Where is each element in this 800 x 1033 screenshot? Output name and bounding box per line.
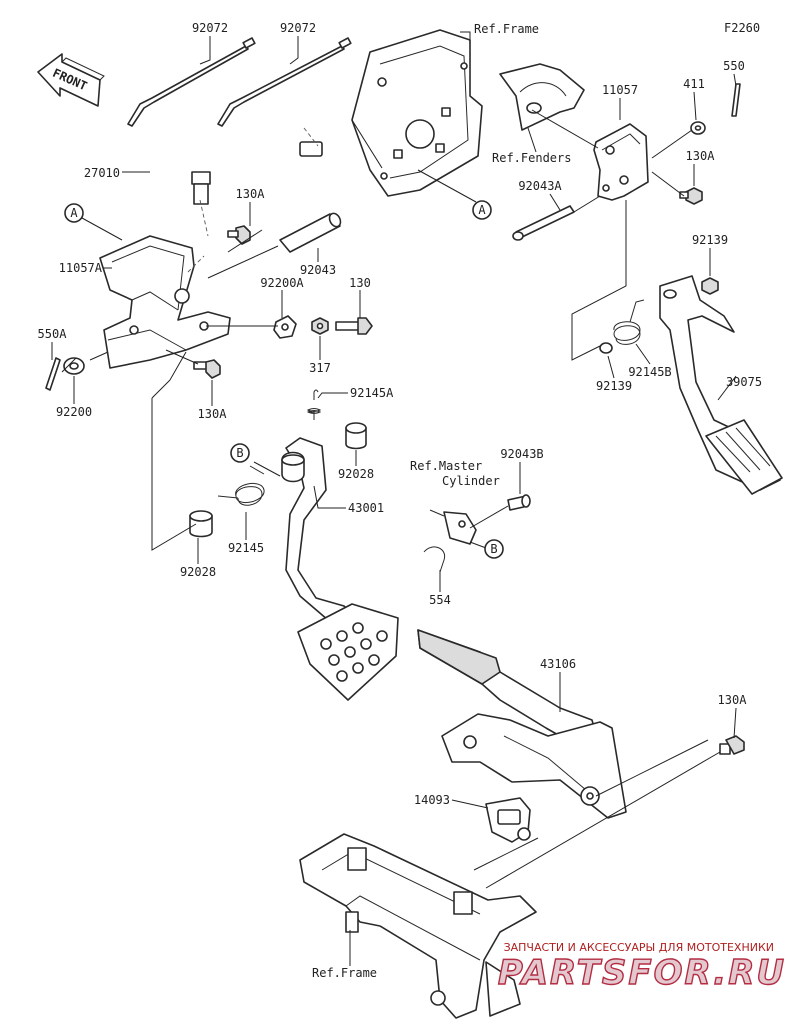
pedal-bracket-right bbox=[593, 123, 649, 201]
label-92028-upper: 92028 bbox=[338, 467, 374, 481]
brake-line bbox=[150, 141, 323, 205]
label-130a-upper: 130A bbox=[236, 187, 266, 201]
label-92200a: 92200A bbox=[260, 276, 304, 290]
brake-pedal bbox=[281, 437, 399, 701]
label-130a-lower-right: 130A bbox=[718, 693, 748, 707]
label-39075: 39075 bbox=[726, 375, 762, 389]
front-arrow-icon: FRONT bbox=[37, 53, 105, 107]
frame-upper bbox=[351, 29, 483, 197]
label-130a-right: 130A bbox=[686, 149, 716, 163]
master-cylinder-clevis bbox=[429, 509, 477, 545]
callout-master-b-text: B bbox=[490, 542, 497, 556]
assembly-lines bbox=[61, 109, 721, 889]
callout-master-b: B bbox=[484, 539, 504, 559]
label-92043b: 92043B bbox=[500, 447, 543, 461]
bolt-130a-lower bbox=[193, 359, 221, 379]
cotter-pin-554 bbox=[423, 546, 446, 573]
label-550a: 550A bbox=[38, 327, 68, 341]
label-92072-right: 92072 bbox=[280, 21, 316, 35]
label-43001: 43001 bbox=[348, 501, 384, 515]
bolt-130a-right bbox=[679, 187, 703, 205]
part-labels: F2260 92072 92072 27010 130A 11057A 9204… bbox=[38, 21, 763, 980]
ref-fenders: Ref.Fenders bbox=[492, 151, 571, 165]
label-130a-lower: 130A bbox=[198, 407, 228, 421]
label-14093: 14093 bbox=[414, 793, 450, 807]
ref-frame-top: Ref.Frame bbox=[474, 22, 539, 36]
pin-92043b bbox=[507, 494, 531, 511]
pedal-bracket bbox=[99, 235, 231, 369]
callout-spring-b: B bbox=[230, 443, 250, 463]
washer-92200a bbox=[273, 315, 297, 339]
label-92200: 92200 bbox=[56, 405, 92, 419]
nut-92139-upper bbox=[701, 277, 719, 295]
label-554: 554 bbox=[429, 593, 451, 607]
pivot-shaft bbox=[279, 212, 342, 253]
label-92043: 92043 bbox=[300, 263, 336, 277]
label-11057: 11057 bbox=[602, 83, 638, 97]
diagram-code: F2260 bbox=[724, 21, 760, 35]
accelerator-pedal bbox=[659, 275, 783, 495]
label-550: 550 bbox=[723, 59, 745, 73]
label-43106: 43106 bbox=[540, 657, 576, 671]
label-92043a: 92043A bbox=[518, 179, 562, 193]
label-11057a: 11057A bbox=[59, 261, 103, 275]
cable-tie-left bbox=[127, 37, 256, 127]
fenders bbox=[499, 63, 585, 131]
label-92145b: 92145B bbox=[628, 365, 671, 379]
label-317: 317 bbox=[309, 361, 331, 375]
label-92028-lower: 92028 bbox=[180, 565, 216, 579]
label-92072-left: 92072 bbox=[192, 21, 228, 35]
washer-411 bbox=[690, 121, 706, 135]
frame-lower bbox=[299, 833, 537, 1019]
label-130: 130 bbox=[349, 276, 371, 290]
cable-tie-right bbox=[217, 37, 352, 127]
parking-brake-lever bbox=[417, 629, 627, 819]
bushing-92028-lower bbox=[189, 510, 213, 538]
watermark-brand: PARTSFOR.RU bbox=[498, 953, 786, 993]
label-92139-upper: 92139 bbox=[692, 233, 728, 247]
ref-master-line1: Ref.Master bbox=[410, 459, 482, 473]
callout-frame-a-text: A bbox=[478, 203, 486, 217]
brake-switch bbox=[485, 797, 531, 843]
ref-master-line2: Cylinder bbox=[442, 474, 500, 488]
washer-92200 bbox=[63, 357, 85, 375]
pedal-pad-grip bbox=[320, 622, 388, 682]
spring-92145a bbox=[306, 389, 322, 420]
dashed-guides bbox=[187, 127, 319, 273]
spring-92145b bbox=[613, 299, 645, 345]
ref-frame-bottom: Ref.Frame bbox=[312, 966, 377, 980]
callout-bracket-a-text: A bbox=[70, 206, 78, 220]
cotter-pin-550a bbox=[45, 357, 61, 391]
label-92145: 92145 bbox=[228, 541, 264, 555]
callout-spring-b-text: B bbox=[236, 446, 243, 460]
washer-92139-lower bbox=[599, 342, 613, 354]
label-92139-lower: 92139 bbox=[596, 379, 632, 393]
label-411: 411 bbox=[683, 77, 705, 91]
bolt-130 bbox=[335, 317, 373, 335]
label-92145a: 92145A bbox=[350, 386, 394, 400]
callout-frame-a: A bbox=[417, 169, 492, 220]
watermark: ЗАПЧАСТИ И АКСЕССУАРЫ ДЛЯ МОТОТЕХНИКИ PA… bbox=[497, 941, 786, 994]
nut-317 bbox=[311, 317, 329, 335]
cotter-pin-550 bbox=[731, 83, 741, 117]
spring-92145 bbox=[217, 465, 265, 506]
leader-lines bbox=[51, 31, 737, 966]
callout-bracket-a: A bbox=[64, 203, 123, 241]
label-27010: 27010 bbox=[84, 166, 120, 180]
bolt-130a-upper bbox=[227, 225, 251, 245]
pin-92043a bbox=[512, 205, 575, 241]
bushing-92028-upper bbox=[345, 422, 367, 450]
watermark-caption: ЗАПЧАСТИ И АКСЕССУАРЫ ДЛЯ МОТОТЕХНИКИ bbox=[504, 941, 774, 954]
bolt-130a-lower-right bbox=[719, 735, 745, 755]
